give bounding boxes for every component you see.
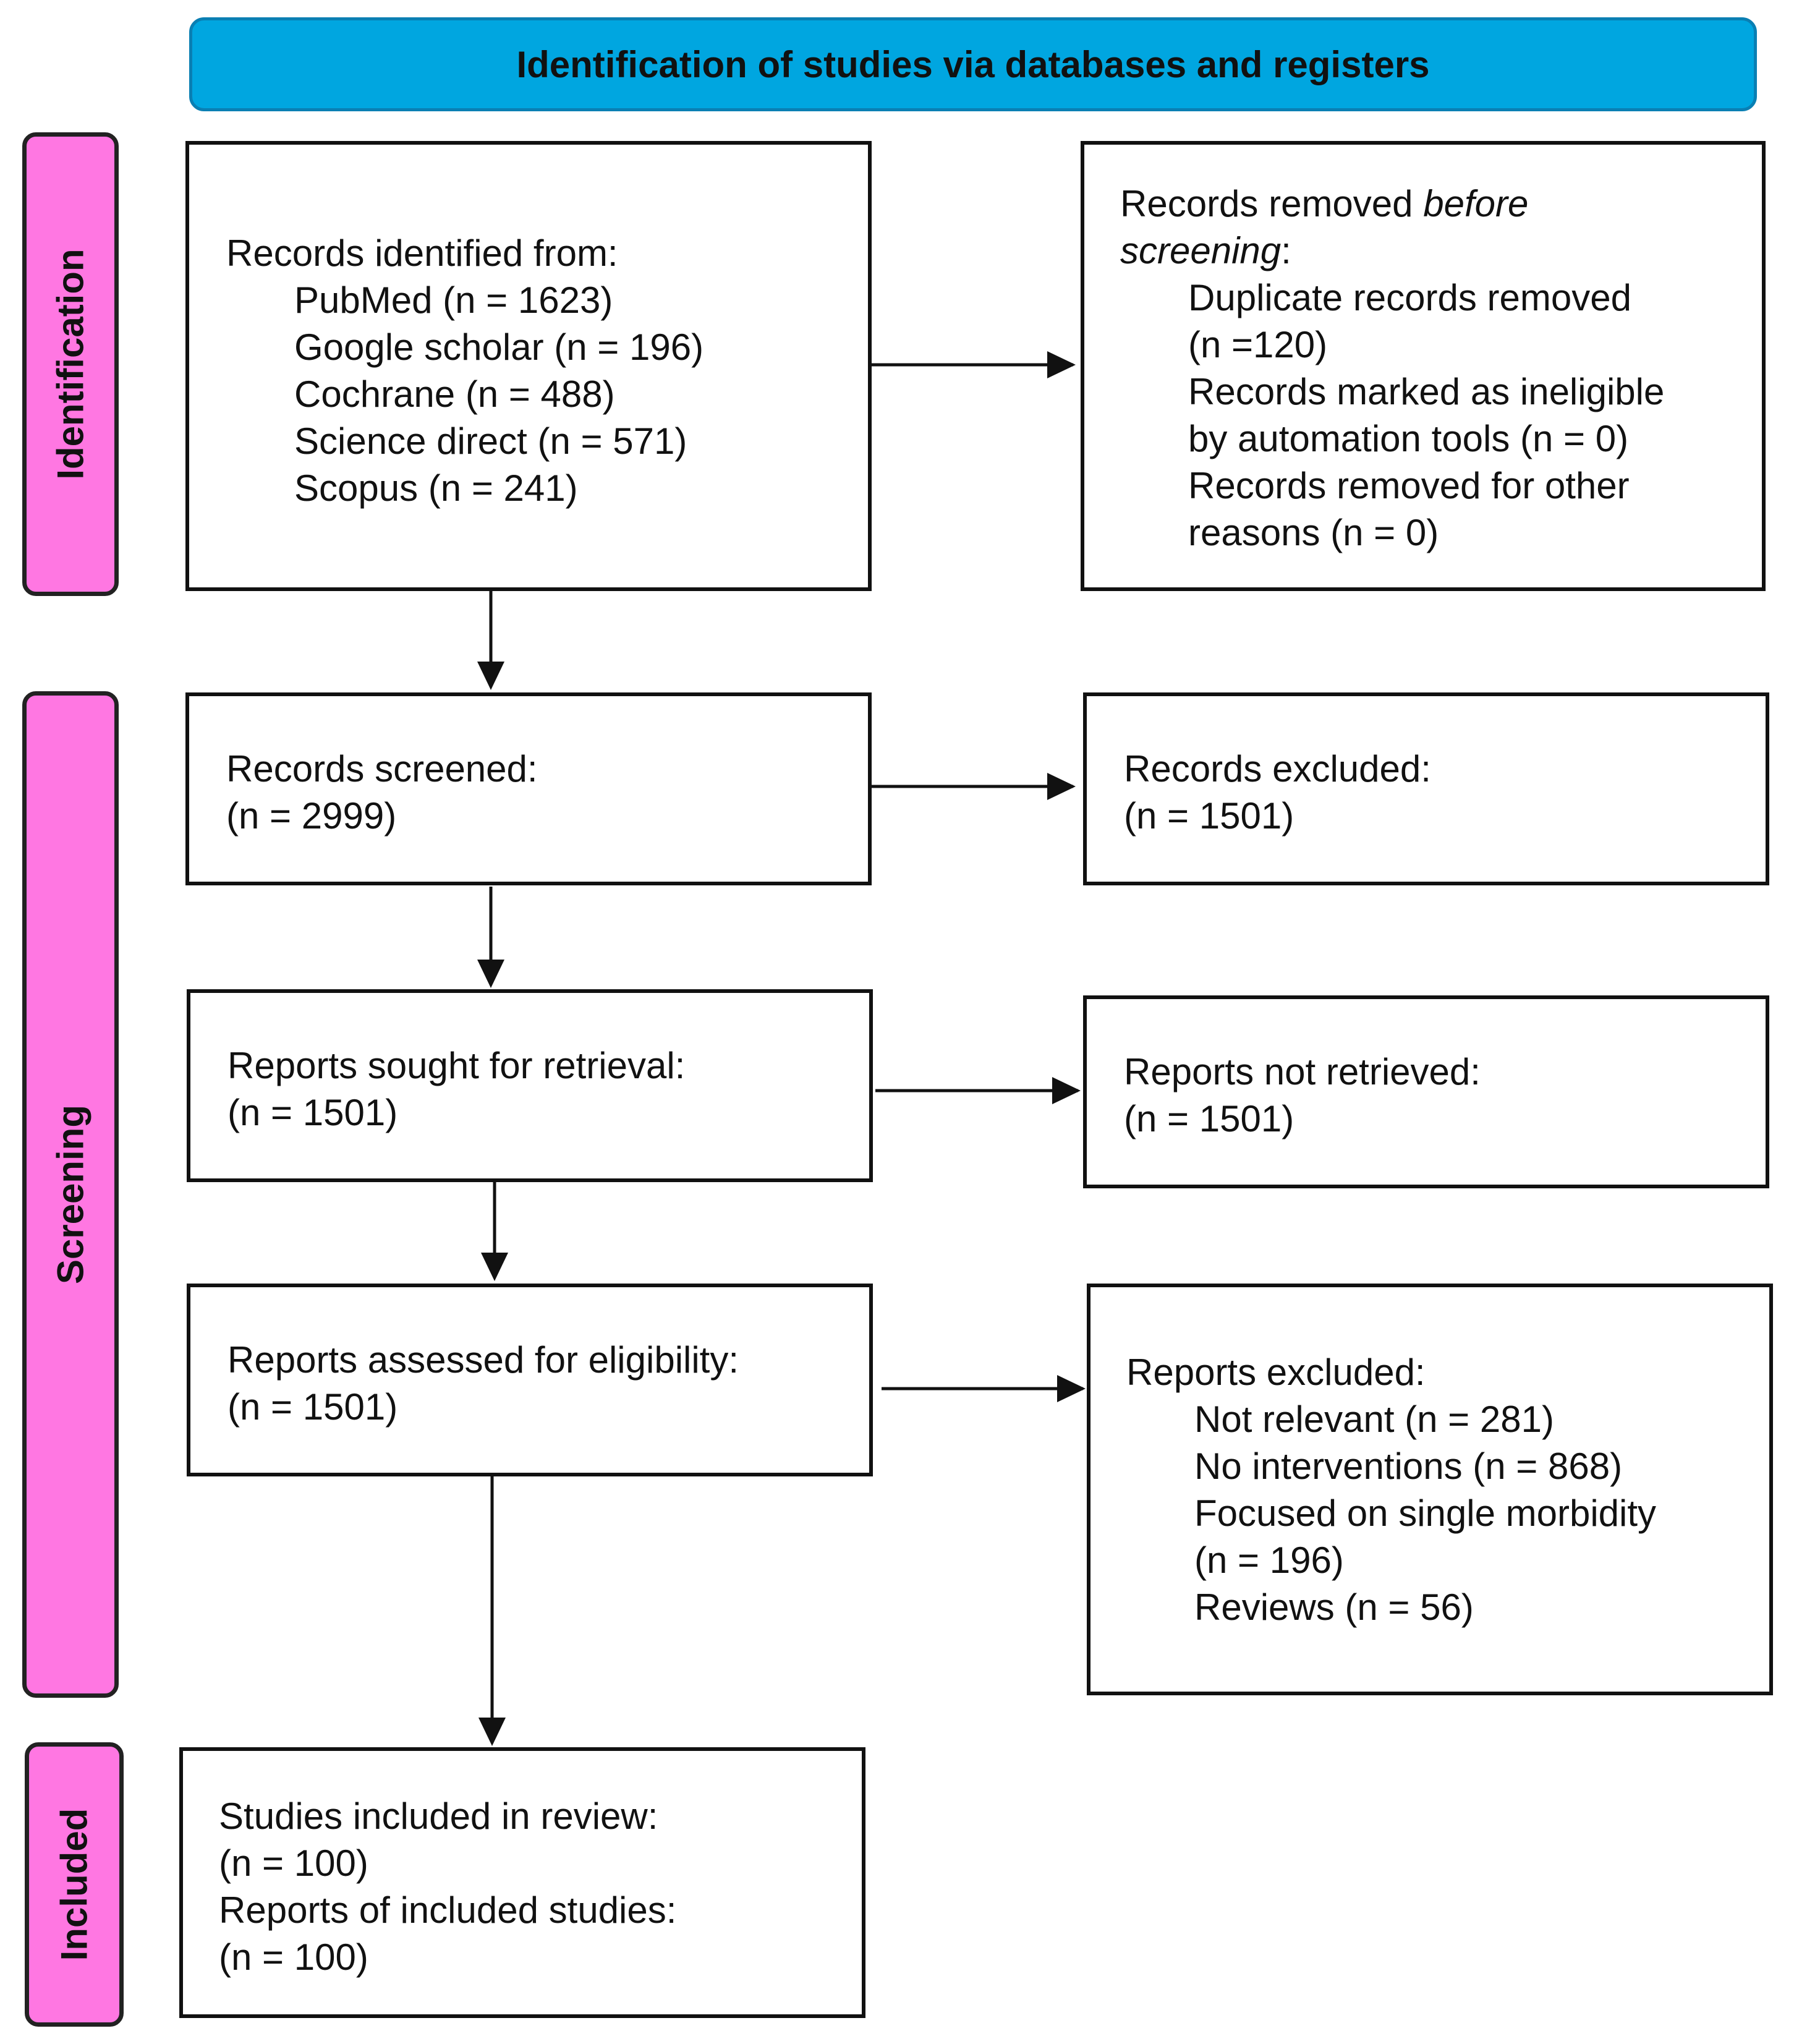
- source-google-scholar: Google scholar (n = 196): [294, 326, 704, 368]
- studies-included-title: Studies included in review:: [219, 1795, 658, 1837]
- reports-excluded-item: Reviews (n = 56): [1194, 1586, 1474, 1628]
- arrow-sought-to-not-retrieved: [875, 1077, 1081, 1104]
- phase-included: Included: [25, 1742, 124, 2027]
- reports-excluded-item: Not relevant (n = 281): [1194, 1399, 1554, 1440]
- reports-excluded-item: No interventions (n = 868): [1194, 1446, 1623, 1487]
- arrow-assessed-to-reports-excluded: [882, 1375, 1086, 1402]
- reports-excluded-item: Focused on single morbidity: [1194, 1493, 1657, 1534]
- reports-not-retrieved-count: (n = 1501): [1124, 1098, 1294, 1139]
- reports-excluded-box: Reports excluded: Not relevant (n = 281)…: [1087, 1284, 1773, 1695]
- reports-excluded-title: Reports excluded:: [1126, 1352, 1426, 1393]
- reports-not-retrieved-box: Reports not retrieved: (n = 1501): [1083, 995, 1769, 1188]
- removed-item: Records removed for other: [1188, 465, 1630, 506]
- records-removed-title-line1: Records removed before: [1120, 183, 1529, 224]
- records-removed-title-line2: screening:: [1120, 230, 1291, 271]
- header-banner: Identification of studies via databases …: [189, 17, 1757, 111]
- arrow-screened-to-excluded: [872, 773, 1076, 800]
- removed-item: by automation tools (n = 0): [1188, 418, 1629, 459]
- reports-sought-title: Reports sought for retrieval:: [227, 1045, 686, 1086]
- records-excluded-title: Records excluded:: [1124, 748, 1431, 790]
- studies-included-box: Studies included in review: (n = 100) Re…: [179, 1747, 865, 2018]
- records-screened-title: Records screened:: [226, 748, 538, 790]
- records-screened-box: Records screened: (n = 2999): [185, 692, 872, 885]
- studies-included-count: (n = 100): [219, 1842, 368, 1884]
- reports-included-title: Reports of included studies:: [219, 1889, 677, 1931]
- source-science-direct: Science direct (n = 571): [294, 420, 687, 462]
- arrow-assessed-to-included: [478, 1476, 506, 1746]
- arrow-identified-to-screened: [477, 591, 504, 690]
- reports-sought-count: (n = 1501): [227, 1092, 398, 1133]
- removed-item: Records marked as ineligible: [1188, 371, 1665, 412]
- reports-not-retrieved-title: Reports not retrieved:: [1124, 1051, 1481, 1092]
- removed-item: reasons (n = 0): [1188, 512, 1439, 553]
- source-pubmed: PubMed (n = 1623): [294, 279, 613, 321]
- source-cochrane: Cochrane (n = 488): [294, 373, 615, 415]
- arrow-screened-to-sought: [477, 887, 504, 988]
- records-removed-box: Records removed before screening: Duplic…: [1081, 141, 1766, 591]
- arrow-identified-to-removed: [872, 351, 1076, 378]
- records-excluded-box: Records excluded: (n = 1501): [1083, 692, 1769, 885]
- reports-assessed-count: (n = 1501): [227, 1386, 398, 1428]
- removed-item: (n =120): [1188, 324, 1328, 365]
- records-screened-count: (n = 2999): [226, 795, 397, 837]
- removed-item: Duplicate records removed: [1188, 277, 1631, 318]
- reports-included-count: (n = 100): [219, 1936, 368, 1978]
- records-identified-title: Records identified from:: [226, 232, 618, 274]
- records-identified-box: Records identified from: PubMed (n = 162…: [185, 141, 872, 591]
- reports-sought-box: Reports sought for retrieval: (n = 1501): [187, 989, 873, 1182]
- reports-excluded-item: (n = 196): [1194, 1539, 1344, 1581]
- reports-assessed-title: Reports assessed for eligibility:: [227, 1339, 739, 1381]
- header-title: Identification of studies via databases …: [516, 43, 1430, 85]
- phase-identification: Identification: [22, 132, 119, 596]
- source-scopus: Scopus (n = 241): [294, 467, 578, 509]
- arrow-sought-to-assessed: [481, 1182, 508, 1281]
- reports-assessed-box: Reports assessed for eligibility: (n = 1…: [187, 1284, 873, 1476]
- phase-screening: Screening: [22, 691, 119, 1698]
- records-excluded-count: (n = 1501): [1124, 795, 1294, 837]
